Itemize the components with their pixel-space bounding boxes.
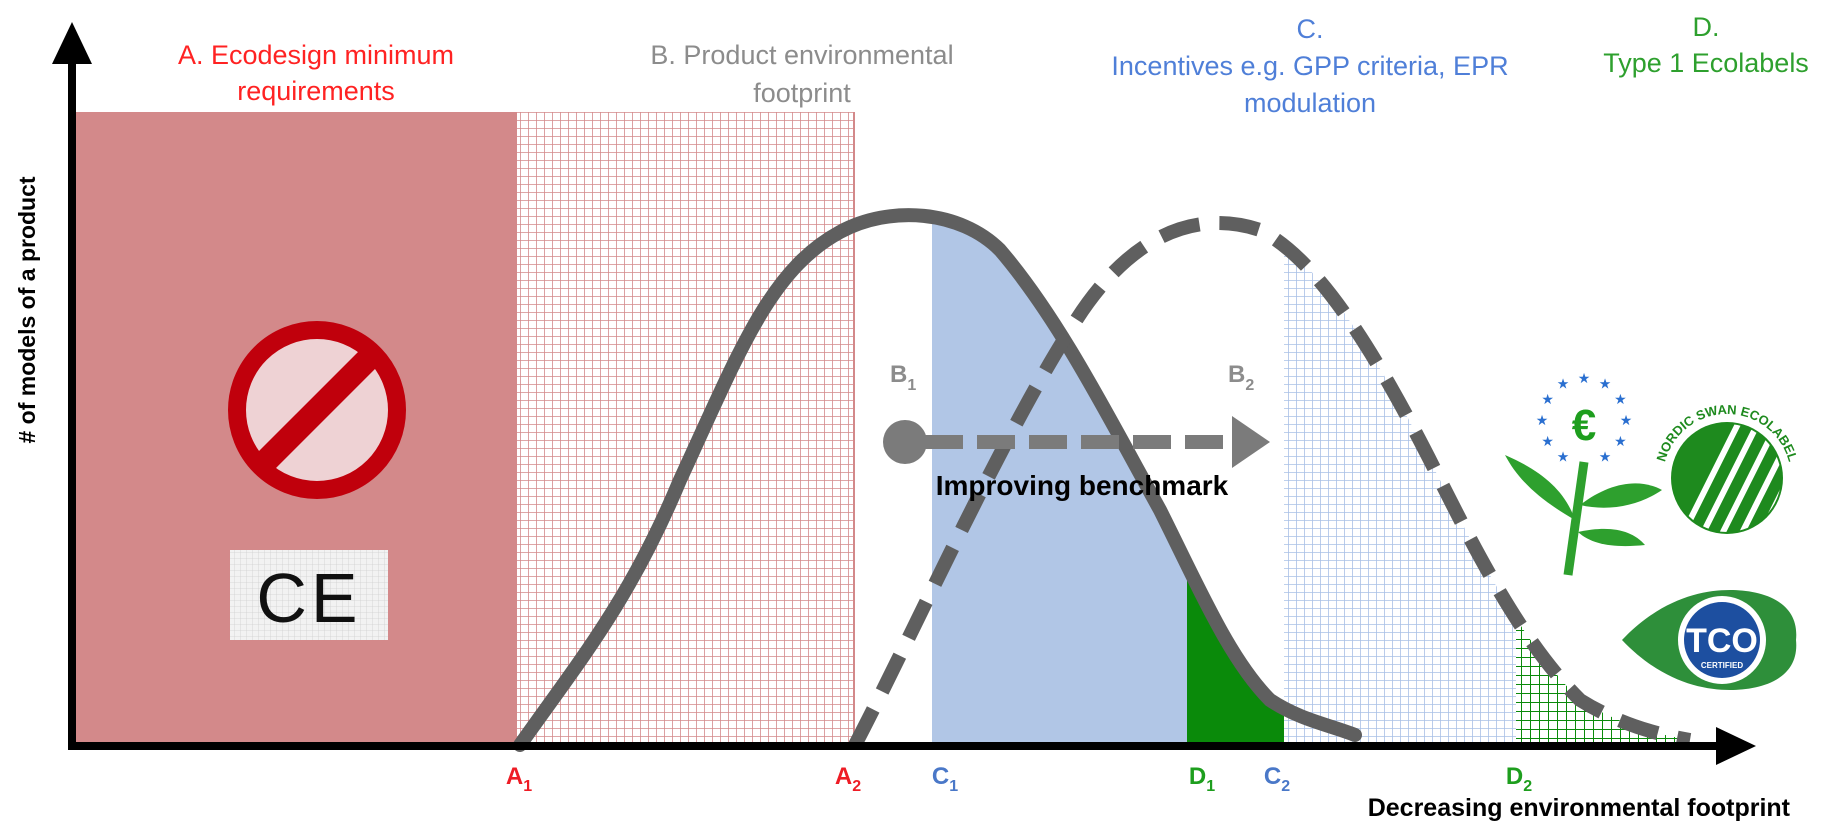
zone-b-area [517, 112, 854, 745]
improving-benchmark-label: Improving benchmark [936, 470, 1229, 501]
svg-text:footprint: footprint [753, 78, 851, 108]
benchmark-start-dot [883, 420, 927, 464]
svg-text:A. Ecodesign minimum: A. Ecodesign minimum [178, 40, 454, 70]
eu-star-icon: ★ [1599, 449, 1612, 465]
marker-c2: C2 [1264, 763, 1290, 795]
eu-star-icon: ★ [1557, 377, 1570, 393]
eu-star-icon: ★ [1536, 413, 1549, 429]
x-axis-label: Decreasing environmental footprint [1368, 794, 1791, 822]
marker-c1: C1 [932, 763, 958, 795]
svg-text:D.: D. [1693, 12, 1720, 42]
x-axis-arrowhead [1716, 727, 1756, 765]
eu-star-icon: ★ [1557, 449, 1570, 465]
zone-b-title: B. Product environmental footprint [650, 40, 953, 108]
x-axis-markers: A1 A2 C1 D1 C2 D2 [506, 763, 1532, 795]
future-market-curve [848, 216, 1692, 749]
eu-star-icon: ★ [1614, 392, 1627, 408]
zone-c-title: C. Incentives e.g. GPP criteria, EPR mod… [1111, 14, 1508, 118]
eu-star-icon: ★ [1614, 434, 1627, 450]
svg-text:TCO: TCO [1686, 622, 1758, 660]
marker-d1: D1 [1189, 763, 1215, 795]
svg-text:B. Product environmental: B. Product environmental [650, 40, 953, 70]
svg-text:Type 1 Ecolabels: Type 1 Ecolabels [1603, 48, 1809, 78]
zone-c-solid-area [932, 215, 1187, 746]
zone-a-title: A. Ecodesign minimum requirements [178, 40, 454, 106]
svg-text:C.: C. [1297, 14, 1324, 44]
eu-star-icon: ★ [1599, 377, 1612, 393]
y-axis-arrowhead [52, 22, 92, 64]
eu-star-icon: ★ [1620, 413, 1633, 429]
marker-d2: D2 [1506, 763, 1532, 795]
y-axis-label: # of models of a product [14, 176, 40, 443]
svg-text:CE: CE [256, 559, 361, 637]
eu-star-icon: ★ [1578, 371, 1591, 387]
marker-a2: A2 [835, 763, 861, 795]
zone-d-title: D. Type 1 Ecolabels [1603, 12, 1809, 78]
benchmark-b1-label: B1 [890, 361, 916, 394]
svg-text:CERTIFIED: CERTIFIED [1701, 661, 1743, 670]
eu-ecolabel-flower-icon: ★★★★★★★★★★★ € [1505, 371, 1662, 576]
svg-text:€: € [1572, 401, 1596, 450]
eu-star-icon: ★ [1541, 434, 1554, 450]
marker-a1: A1 [506, 763, 532, 795]
nordic-swan-ecolabel-icon: NORDIC SWAN ECOLABEL [1653, 402, 1801, 534]
current-market-curve [513, 208, 1362, 752]
svg-text:Incentives e.g. GPP criteria,: Incentives e.g. GPP criteria, EPR [1111, 51, 1508, 81]
prohibited-sign-icon [228, 321, 406, 499]
zone-c2-grid-area [1284, 223, 1516, 745]
benchmark-arrow-head [1232, 416, 1270, 468]
tco-certified-icon: TCO CERTIFIED [1622, 590, 1797, 690]
ce-mark-icon: CE [230, 550, 388, 640]
svg-text:requirements: requirements [237, 76, 395, 106]
eu-star-icon: ★ [1541, 392, 1554, 408]
svg-text:modulation: modulation [1244, 88, 1376, 118]
benchmark-b2-label: B2 [1228, 361, 1254, 394]
